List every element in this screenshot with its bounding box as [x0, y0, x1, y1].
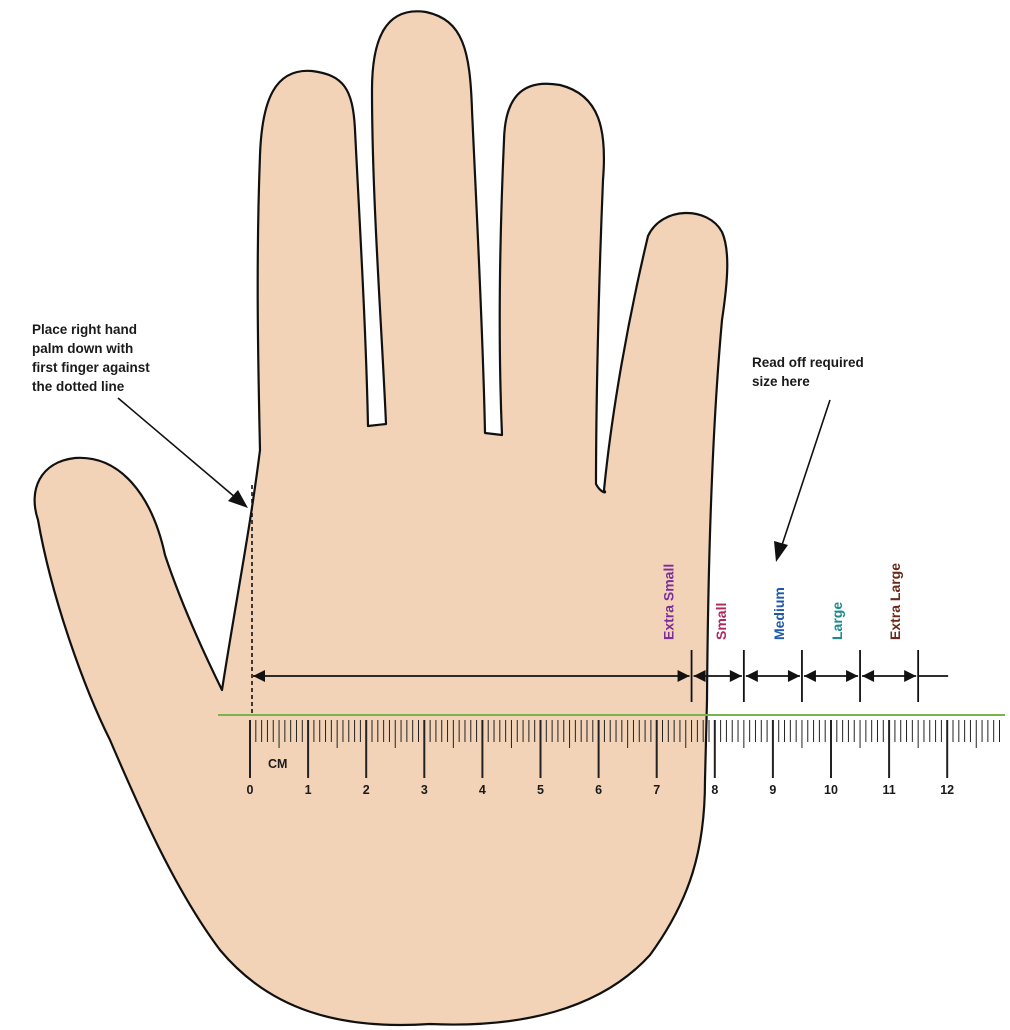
hand-outline [35, 11, 728, 1025]
size-label: Large [829, 602, 845, 640]
left-instruction-line: Place right hand [32, 322, 137, 337]
right-instruction-line: size here [752, 374, 810, 389]
right-pointer-arrowhead [774, 541, 788, 562]
size-range-arrowhead-left [804, 670, 816, 682]
right-pointer-arrow [782, 400, 830, 545]
left-instruction-line: first finger against [32, 360, 150, 375]
ruler-tick-label: 4 [479, 783, 486, 797]
left-instruction: Place right hand palm down with first fi… [32, 322, 154, 394]
ruler-tick-label: 12 [940, 783, 954, 797]
ruler-tick-label: 9 [769, 783, 776, 797]
ruler-tick-label: 2 [363, 783, 370, 797]
ruler-tick-label: 11 [882, 783, 895, 797]
size-range-arrowhead-right [730, 670, 742, 682]
size-range-arrowhead-right [904, 670, 916, 682]
right-instruction: Read off required size here [752, 355, 868, 389]
ruler-tick-label: 1 [305, 783, 312, 797]
left-pointer-arrow [118, 398, 236, 498]
size-range-arrowhead-left [746, 670, 758, 682]
size-label: Extra Small [661, 564, 677, 640]
ruler-tick-label: 8 [711, 783, 718, 797]
ruler-tick-label: 5 [537, 783, 544, 797]
right-instruction-line: Read off required [752, 355, 864, 370]
left-instruction-line: palm down with [32, 341, 133, 356]
size-range-arrowhead-right [788, 670, 800, 682]
size-range-arrowhead-left [862, 670, 874, 682]
ruler-tick-label: 0 [247, 783, 254, 797]
ruler-tick-label: 7 [653, 783, 660, 797]
ruler-unit-label: CM [268, 757, 287, 771]
ruler-tick-label: 10 [824, 783, 838, 797]
left-instruction-line: the dotted line [32, 379, 125, 394]
size-range-arrowhead-right [846, 670, 858, 682]
size-label: Extra Large [887, 563, 903, 640]
size-label: Small [713, 603, 729, 640]
left-pointer-arrowhead [228, 490, 248, 508]
ruler-tick-label: 6 [595, 783, 602, 797]
ruler-tick-label: 3 [421, 783, 428, 797]
size-label: Medium [771, 587, 787, 640]
